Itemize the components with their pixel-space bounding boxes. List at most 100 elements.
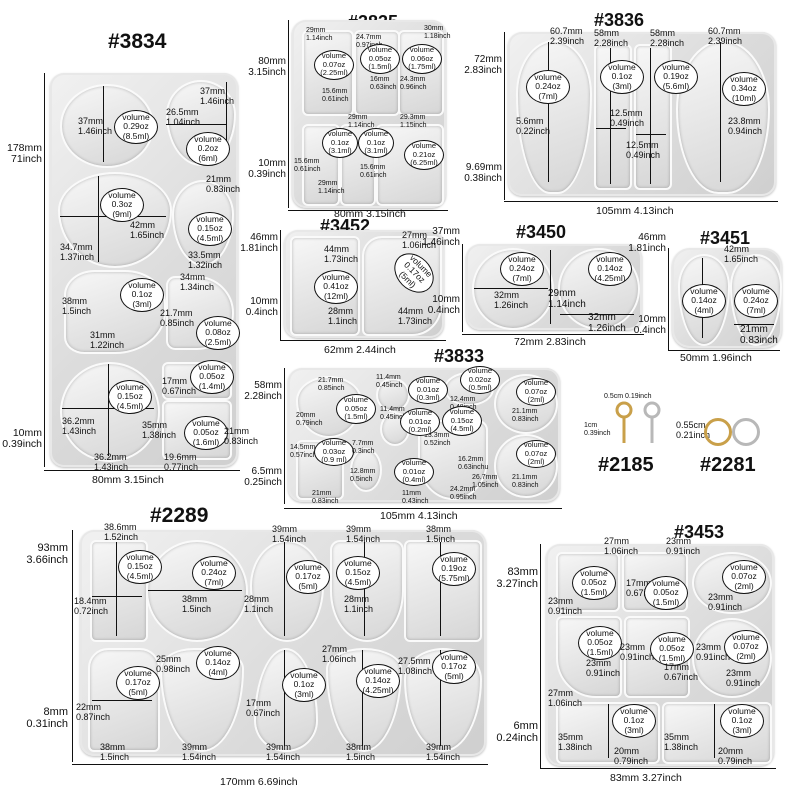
dim-line [550,250,551,324]
model-3450-title: #3450 [516,222,567,242]
model-3453-title: #3453 [674,522,725,542]
overall-height-line [72,530,73,762]
dim-line [610,48,611,184]
cavity-3833-8 [350,448,382,492]
overall-width-label: 170mm 6.69inch [220,776,298,788]
dim-line [734,324,774,325]
overall-width-line [284,508,562,509]
dim-line [548,42,549,182]
dim-line [148,590,242,591]
dim-line [108,364,109,456]
dim-line [98,176,99,262]
dim-line [116,542,117,636]
overall-width-line [72,764,488,765]
model-3833-title: #3833 [434,346,485,366]
overall-width-label: 105mm 4.13inch [380,510,458,522]
overall-width-label: 50mm 1.96inch [680,352,752,364]
overall-width-line [540,768,776,769]
overall-width-line [280,340,446,341]
overall-height-line [288,20,289,208]
cavity-3834-5 [64,270,166,354]
dim-line [284,650,285,746]
model-3451-title: #3451 [700,228,751,248]
model-2281-title: #2281 [700,454,756,476]
hook-width-label: 0.5cm 0.19inch [604,393,652,400]
cavity-3833-2 [376,378,410,412]
dim-line [92,700,152,701]
overall-width-line [462,334,644,335]
